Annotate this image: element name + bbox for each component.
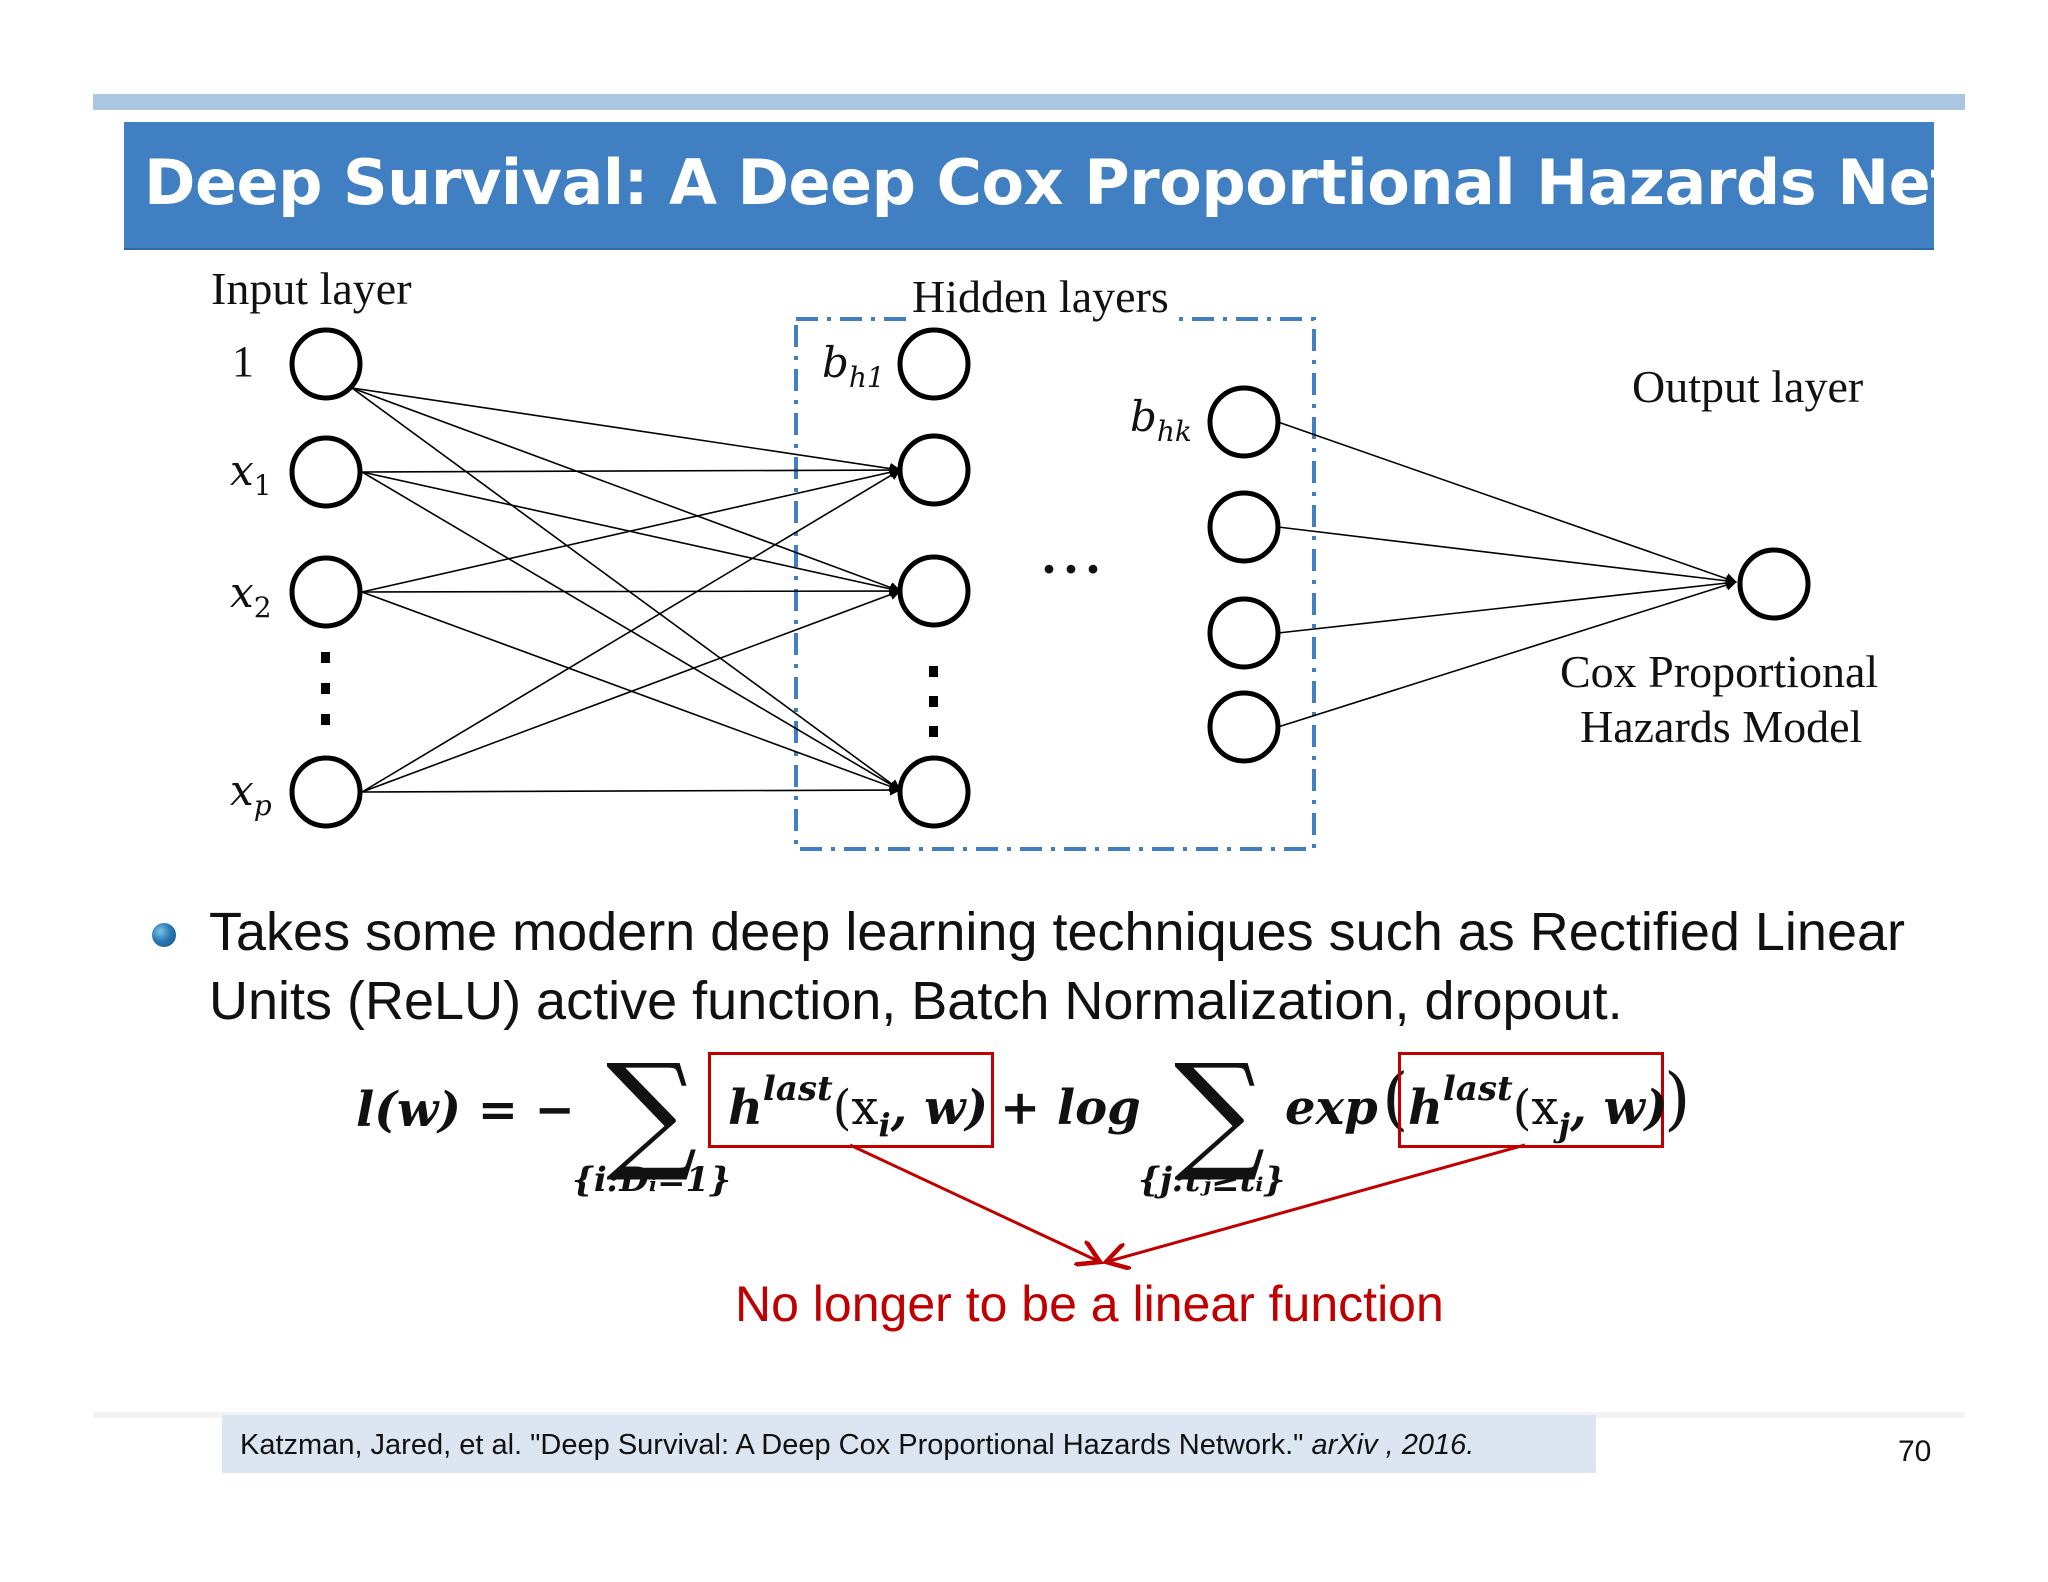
reference-box: Katzman, Jared, et al. "Deep Survival: A… <box>222 1415 1596 1473</box>
exp-function: exp <box>1285 1080 1378 1136</box>
input-node-x1 <box>289 435 363 509</box>
title-bar: Deep Survival: A Deep Cox Proportional H… <box>124 122 2048 250</box>
input-node-x2 <box>289 555 363 629</box>
hidden1-node-bias <box>897 327 971 401</box>
input-x2-label: x2 <box>230 568 272 624</box>
hiddenk-node-1 <box>1207 490 1281 564</box>
hidden-bias-1-label: bh1 <box>822 338 885 394</box>
bullet-icon <box>152 923 176 947</box>
term2-highlight-box <box>1398 1052 1664 1148</box>
horizontal-ellipsis: ··· <box>1040 539 1107 599</box>
term1: hlast(xi, w) <box>728 1069 989 1144</box>
sum-symbol-1: ∑ <box>606 1037 698 1186</box>
input-node-xp <box>289 755 363 829</box>
hiddenk-node-2 <box>1207 596 1281 670</box>
exp-open-paren: ( <box>1382 1060 1409 1139</box>
hidden1-node-1 <box>897 433 971 507</box>
plus-log: + log <box>1000 1080 1141 1136</box>
reference-text: Katzman, Jared, et al. "Deep Survival: A… <box>240 1429 1475 1461</box>
sum1-index: {i:Dᵢ=1} <box>572 1160 731 1200</box>
page-number: 70 <box>1898 1435 1932 1468</box>
bullet-text: Takes some modern deep learning techniqu… <box>209 902 1905 1031</box>
output-node <box>1737 547 1811 621</box>
output-description-line2: Hazards Model <box>1580 701 1863 752</box>
input-bias-label: 1 <box>232 337 254 386</box>
hiddenk-node-3 <box>1207 690 1281 764</box>
term2: hlast(xj, w) <box>1408 1069 1668 1144</box>
slide-title: Deep Survival: A Deep Cox Proportional H… <box>144 146 2048 219</box>
hidden1-node-last <box>897 755 971 829</box>
vertical-ellipsis-hidden1 <box>929 666 938 737</box>
hidden-bias-k-label: bhk <box>1130 392 1192 448</box>
annotation-arrows <box>849 1143 1526 1262</box>
sum-symbol-2: ∑ <box>1174 1037 1266 1186</box>
input-node-bias <box>289 327 363 401</box>
output-layer-label: Output layer <box>1632 361 1864 412</box>
output-description-line1: Cox Proportional <box>1560 646 1879 697</box>
hidden-output-connections <box>1277 421 1738 728</box>
input-xp-label: xp <box>230 766 272 822</box>
top-rule <box>93 94 1965 110</box>
hidden-layers-box <box>794 317 1316 851</box>
input-hidden-connections <box>351 387 902 796</box>
formula-lhs: l(w) = − <box>356 1082 575 1138</box>
hidden-layers-label: Hidden layers <box>908 270 1173 323</box>
annotation-text: No longer to be a linear function <box>735 1276 1444 1332</box>
input-layer-label: Input layer <box>211 263 412 314</box>
vertical-ellipsis-input <box>321 652 330 725</box>
input-x1-label: x1 <box>230 446 272 502</box>
hidden1-node-2 <box>897 554 971 628</box>
term1-highlight-box <box>708 1052 994 1148</box>
exp-close-paren: ) <box>1664 1060 1691 1139</box>
hiddenk-node-bias <box>1207 385 1281 459</box>
sum2-index: {j:tⱼ≥tᵢ} <box>1138 1160 1286 1200</box>
